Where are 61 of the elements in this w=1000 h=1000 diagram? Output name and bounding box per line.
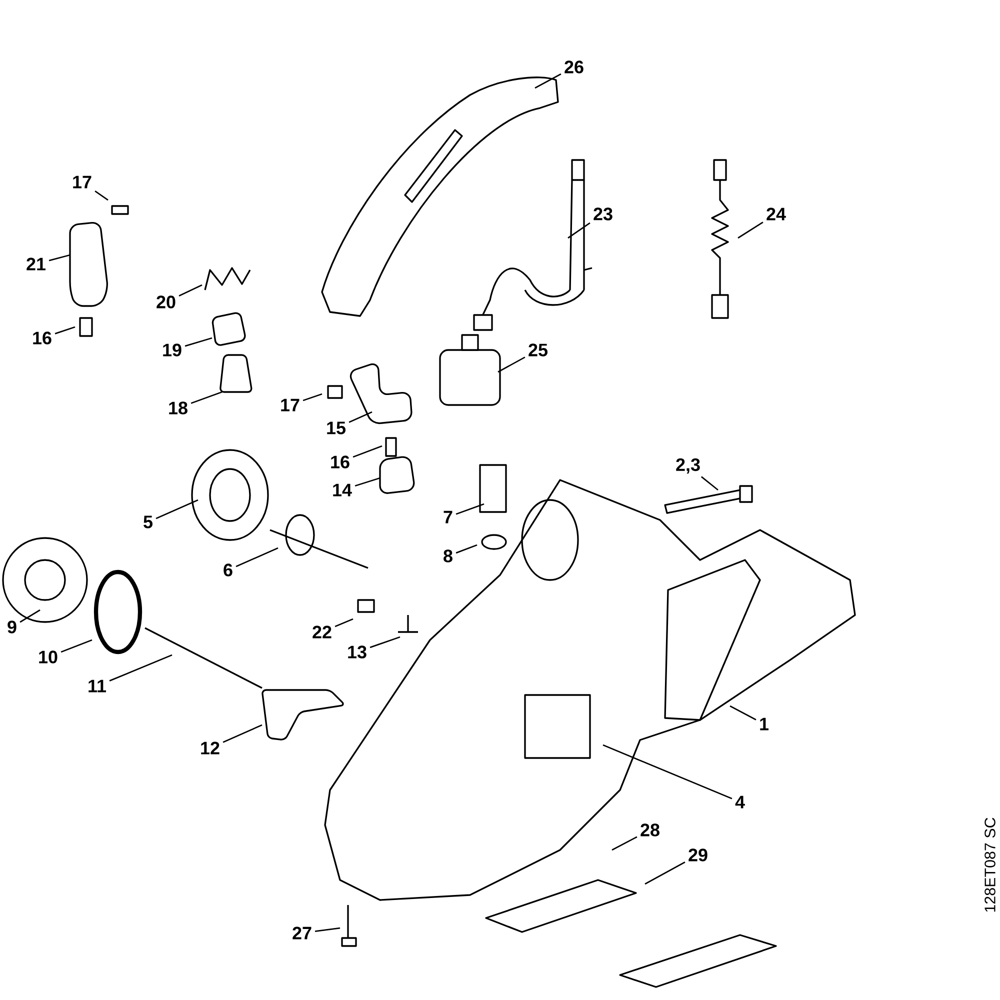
leader-line <box>178 284 202 296</box>
callout-number: 6 <box>224 564 232 576</box>
callout-number: 17 <box>281 398 300 412</box>
callout-number: 22 <box>312 626 332 638</box>
leader-line <box>156 499 198 520</box>
leader-line <box>314 927 340 932</box>
leader-line <box>644 862 686 885</box>
callout-number: 12 <box>201 742 220 754</box>
callout-number: 27 <box>292 926 312 940</box>
leader-line <box>700 476 718 491</box>
leader-line <box>184 337 212 347</box>
callout-number: 21 <box>26 258 46 270</box>
callout-number: 26 <box>564 60 584 74</box>
leader-line <box>302 393 322 402</box>
callout-number: 18 <box>169 402 188 414</box>
leader-line <box>602 744 732 800</box>
callout-number: 29 <box>688 848 708 862</box>
callout-number: 24 <box>766 208 786 220</box>
callout-number: 17 <box>73 176 92 188</box>
leader-line <box>222 724 262 743</box>
leader-line <box>334 618 354 628</box>
leader-line <box>109 654 172 682</box>
leader-line <box>370 636 400 648</box>
callout-number: 11 <box>88 680 106 692</box>
callout-number: 25 <box>528 344 548 356</box>
callout-number: 10 <box>39 650 58 664</box>
callout-number: 7 <box>444 510 452 524</box>
leader-line <box>236 547 278 568</box>
callout-number: 19 <box>163 344 182 356</box>
leader-line <box>568 222 590 239</box>
callout-number: 15 <box>327 422 346 434</box>
leader-line <box>738 222 764 239</box>
callout-number: 5 <box>144 516 152 528</box>
callout-number: 14 <box>333 484 352 496</box>
callout-number: 1 <box>760 718 768 730</box>
callout-number: 16 <box>33 332 52 344</box>
callout-number: 4 <box>735 796 745 808</box>
leader-line <box>54 326 76 334</box>
leader-line <box>48 254 70 262</box>
leader-line <box>498 356 526 373</box>
callout-number: 2,3 <box>676 458 700 474</box>
leader-line <box>348 411 372 423</box>
leader-line <box>60 639 92 653</box>
leader-line <box>456 544 478 554</box>
leader-line <box>94 190 108 201</box>
leader-line <box>612 836 638 851</box>
leader-line <box>354 477 380 487</box>
callout-number: 13 <box>348 646 366 658</box>
callout-number: 23 <box>594 208 612 220</box>
leader-line <box>534 73 562 89</box>
leader-line <box>730 705 756 720</box>
leader-line <box>352 445 382 458</box>
leader-line <box>20 609 40 623</box>
drawing-number: 128ET087 SC <box>984 818 996 912</box>
leader-line <box>190 391 222 404</box>
callout-number: 16 <box>331 456 350 468</box>
callout-number: 8 <box>444 550 452 562</box>
leader-line <box>456 503 484 515</box>
callout-number: 28 <box>640 824 660 836</box>
callout-number: 20 <box>156 296 176 308</box>
callout-number: 9 <box>8 620 16 634</box>
